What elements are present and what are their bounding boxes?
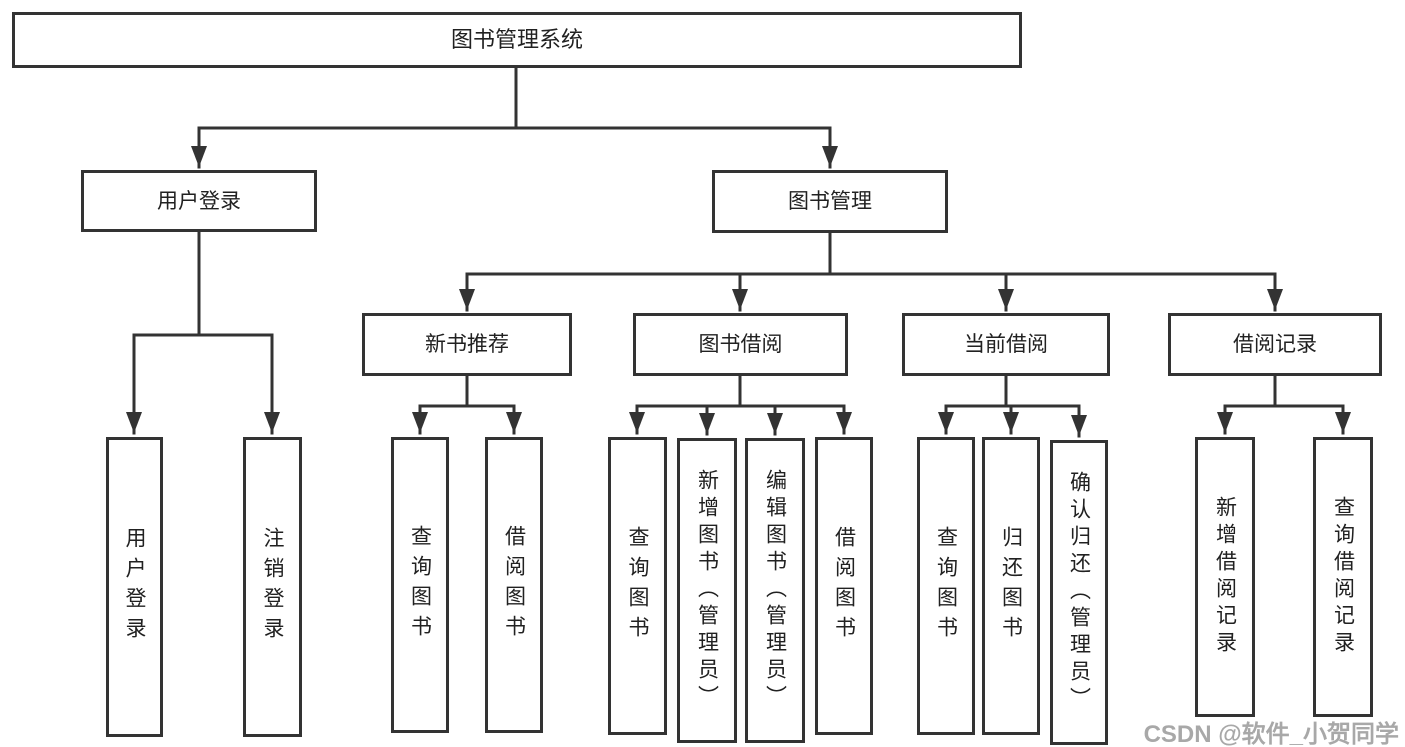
node-book-borrowing: 图书借阅 [633,313,848,376]
node-book-management-label: 图书管理 [788,190,872,213]
leaf-query-books-current: 查询图书 [917,437,975,735]
node-borrowing-records: 借阅记录 [1168,313,1382,376]
leaf-borrow-books-borrowing: 借阅图书 [815,437,873,735]
leaf-borrow-books-borrowing-label: 借阅图书 [832,526,856,646]
leaf-query-borrow-record: 查询借阅记录 [1313,437,1373,717]
node-new-book-recommend-label: 新书推荐 [425,333,509,356]
leaf-user-login: 用户登录 [106,437,163,737]
node-user-login: 用户登录 [81,170,317,232]
leaf-query-books-newbook-label: 查询图书 [408,525,432,645]
leaf-confirm-return-admin: 确认归还（管理员） [1050,440,1108,745]
node-current-borrowing-label: 当前借阅 [964,333,1048,356]
leaf-return-books-label: 归还图书 [999,526,1023,646]
node-library-system: 图书管理系统 [12,12,1022,68]
leaf-logout-label: 注销登录 [261,527,284,647]
node-user-login-label: 用户登录 [157,189,241,213]
node-new-book-recommend: 新书推荐 [362,313,572,376]
leaf-add-book-admin-label: 新增图书（管理员） [695,469,719,712]
leaf-confirm-return-admin-label: 确认归还（管理员） [1067,471,1091,714]
leaf-return-books: 归还图书 [982,437,1040,735]
node-book-borrowing-label: 图书借阅 [698,333,783,356]
node-library-system-label: 图书管理系统 [450,27,583,52]
leaf-borrow-books-newbook: 借阅图书 [485,437,543,733]
node-book-management: 图书管理 [712,170,948,233]
leaf-query-books-current-label: 查询图书 [934,526,958,646]
leaf-edit-book-admin: 编辑图书（管理员） [745,438,805,743]
leaf-query-books-borrowing: 查询图书 [608,437,667,735]
csdn-watermark: CSDN @软件_小贺同学 [1143,721,1399,747]
leaf-query-borrow-record-label: 查询借阅记录 [1331,496,1355,658]
node-borrowing-records-label: 借阅记录 [1233,333,1317,356]
leaf-logout: 注销登录 [243,437,302,737]
leaf-query-books-borrowing-label: 查询图书 [626,526,649,646]
leaf-add-borrow-record: 新增借阅记录 [1195,437,1255,717]
leaf-add-borrow-record-label: 新增借阅记录 [1213,496,1237,658]
leaf-borrow-books-newbook-label: 借阅图书 [502,525,526,645]
leaf-edit-book-admin-label: 编辑图书（管理员） [763,469,787,712]
leaf-add-book-admin: 新增图书（管理员） [677,438,737,743]
node-current-borrowing: 当前借阅 [902,313,1110,376]
leaf-query-books-newbook: 查询图书 [391,437,449,733]
leaf-user-login-label: 用户登录 [123,527,146,647]
